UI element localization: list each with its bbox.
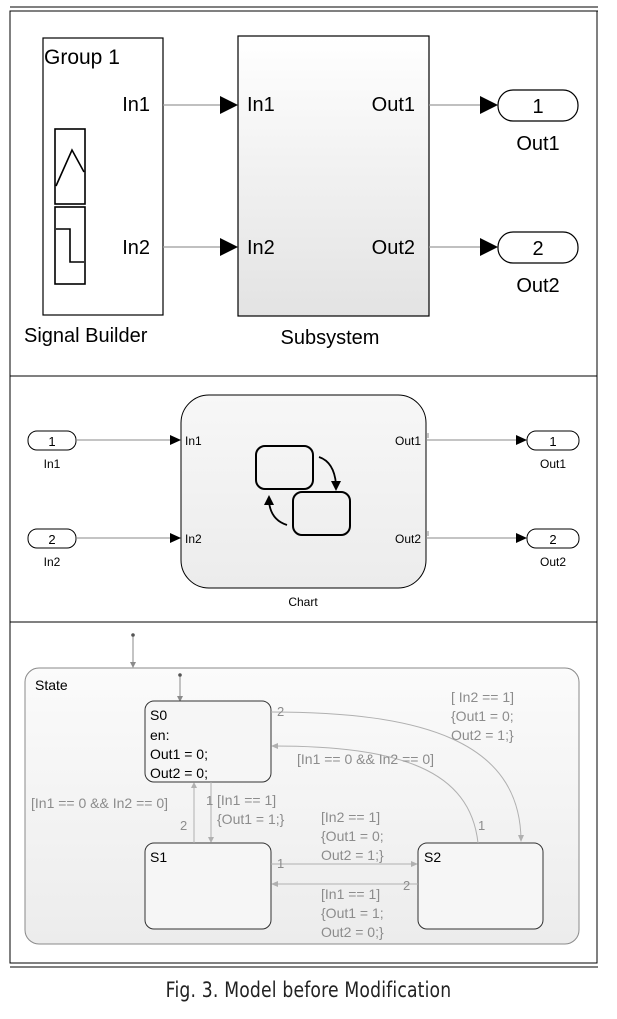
inport-2-number: 2 bbox=[48, 532, 55, 547]
transition-s1-s0-guard: [In1 == 0 && In2 == 0] bbox=[31, 795, 168, 811]
transition-s2-s0-order: 1 bbox=[478, 818, 485, 833]
panel-middle: 1 In1 2 In2 In1 In2 Out1 Out2 Chart 1 Ou… bbox=[27, 394, 580, 609]
outport-1-name: Out1 bbox=[516, 133, 559, 155]
chart-name: Chart bbox=[288, 595, 318, 609]
signal-arrow-in1 bbox=[220, 96, 238, 114]
chart-arrow-in1 bbox=[170, 435, 181, 445]
transition-s1-s2-action-1: {Out1 = 0; bbox=[321, 828, 384, 844]
panel-top: Group 1 In1 In2 Signal Builder In1 In2 O… bbox=[24, 35, 579, 349]
outport-block-2[interactable] bbox=[497, 231, 579, 264]
inport-1-name: In1 bbox=[44, 457, 61, 471]
chart-outport-1-number: 1 bbox=[549, 434, 556, 449]
state-s0-entry: en: bbox=[150, 727, 169, 743]
chart-outport-2-name: Out2 bbox=[540, 555, 566, 569]
chart-port-out2: Out2 bbox=[395, 532, 421, 546]
state-s0-name: S0 bbox=[150, 707, 167, 723]
subsystem-port-out2: Out2 bbox=[372, 237, 415, 259]
transition-s2-s1-action-2: Out2 = 0;} bbox=[321, 924, 384, 940]
chart-arrow-in2 bbox=[170, 533, 181, 543]
subsystem-port-out1: Out1 bbox=[372, 94, 415, 116]
transition-s2-s0-guard: [In1 == 0 && In2 == 0] bbox=[297, 751, 434, 767]
signal-builder-block[interactable] bbox=[42, 37, 164, 316]
transition-s0-s1-guard: [In1 == 1] bbox=[217, 792, 276, 808]
signal-arrow-out1 bbox=[480, 96, 498, 114]
transition-s2-s1-guard: [In1 == 1] bbox=[321, 886, 380, 902]
default-transition-s0-dot bbox=[178, 673, 182, 677]
chart-arrow-out2 bbox=[516, 533, 527, 543]
inport-2-name: In2 bbox=[44, 555, 61, 569]
transition-s0-s2[interactable] bbox=[270, 711, 522, 841]
subsystem-name: Subsystem bbox=[281, 327, 380, 349]
stateflow-icon bbox=[255, 445, 351, 536]
state-s1-name: S1 bbox=[150, 849, 167, 865]
state-s2-name: S2 bbox=[424, 849, 441, 865]
outport-2-name: Out2 bbox=[516, 275, 559, 297]
signal-builder-name: Signal Builder bbox=[24, 325, 148, 347]
signal-waveform-icon bbox=[54, 128, 86, 285]
transition-s0-s2-order: 2 bbox=[277, 704, 284, 719]
state-s0-action-2: Out2 = 0; bbox=[150, 765, 208, 781]
chart-outport-2-number: 2 bbox=[549, 532, 556, 547]
transition-s1-s2-action-2: Out2 = 1;} bbox=[321, 847, 384, 863]
transition-s0-s2-arrow bbox=[518, 835, 524, 842]
outport-2-number: 2 bbox=[532, 238, 543, 260]
signal-builder-port-in2: In2 bbox=[122, 237, 150, 259]
signal-arrow-out2 bbox=[480, 238, 498, 256]
panel-bottom: State S0 en: Out1 = 0; Out2 = 0; S1 S2 2… bbox=[24, 633, 580, 945]
transition-s1-s2-guard: [In2 == 1] bbox=[321, 809, 380, 825]
transition-s0-s2-guard: [ In2 == 1] bbox=[451, 689, 514, 705]
transition-s0-s1-action: {Out1 = 1;} bbox=[217, 811, 285, 827]
subsystem-port-in1: In1 bbox=[247, 94, 275, 116]
chart-outport-1-name: Out1 bbox=[540, 457, 566, 471]
chart-outport-block-1[interactable] bbox=[526, 430, 580, 451]
chart-outport-block-2[interactable] bbox=[526, 528, 580, 549]
signal-arrow-in2 bbox=[220, 238, 238, 256]
state-s0-action-1: Out1 = 0; bbox=[150, 746, 208, 762]
transition-s0-s1-arrow bbox=[208, 837, 214, 843]
transition-s0-s2-action-1: {Out1 = 0; bbox=[451, 708, 514, 724]
transition-s2-s0[interactable] bbox=[272, 745, 479, 844]
outport-block-1[interactable] bbox=[497, 89, 579, 122]
superstate-label: State bbox=[35, 677, 68, 693]
figure-frame bbox=[9, 10, 598, 964]
state-s1[interactable] bbox=[144, 842, 272, 930]
transition-s1-s0-arrow bbox=[191, 782, 197, 788]
transition-s0-s2-action-2: Out2 = 1;} bbox=[451, 727, 514, 743]
state-s2[interactable] bbox=[417, 842, 544, 930]
default-transition-s0-arrow bbox=[177, 696, 183, 702]
transition-s1-s0-order: 2 bbox=[180, 818, 187, 833]
transition-s1-s2-order: 1 bbox=[277, 856, 284, 871]
figure-caption: Fig. 3. Model before Modification bbox=[165, 978, 452, 1002]
chart-arrow-out1 bbox=[516, 435, 527, 445]
transition-s1-s2-arrow bbox=[411, 861, 418, 867]
outport-1-number: 1 bbox=[532, 96, 543, 118]
chart-port-in2: In2 bbox=[185, 532, 202, 546]
chart-port-in1: In1 bbox=[185, 434, 202, 448]
default-transition-state-arrow bbox=[130, 662, 136, 668]
inport-1-number: 1 bbox=[48, 434, 55, 449]
subsystem-port-in2: In2 bbox=[247, 237, 275, 259]
transition-s2-s1-arrow bbox=[271, 881, 278, 887]
transition-s2-s1-action-1: {Out1 = 1; bbox=[321, 905, 384, 921]
signal-builder-port-in1: In1 bbox=[122, 94, 150, 116]
chart-port-out1: Out1 bbox=[395, 434, 421, 448]
transition-s0-s1-order: 1 bbox=[206, 793, 213, 808]
default-transition-state-dot bbox=[131, 633, 135, 637]
signal-builder-group-label: Group 1 bbox=[44, 46, 120, 69]
subsystem-block[interactable] bbox=[237, 35, 430, 317]
state-s0[interactable] bbox=[144, 700, 272, 783]
transition-s2-s1-order: 2 bbox=[403, 878, 410, 893]
transition-s2-s0-arrow bbox=[271, 743, 278, 749]
